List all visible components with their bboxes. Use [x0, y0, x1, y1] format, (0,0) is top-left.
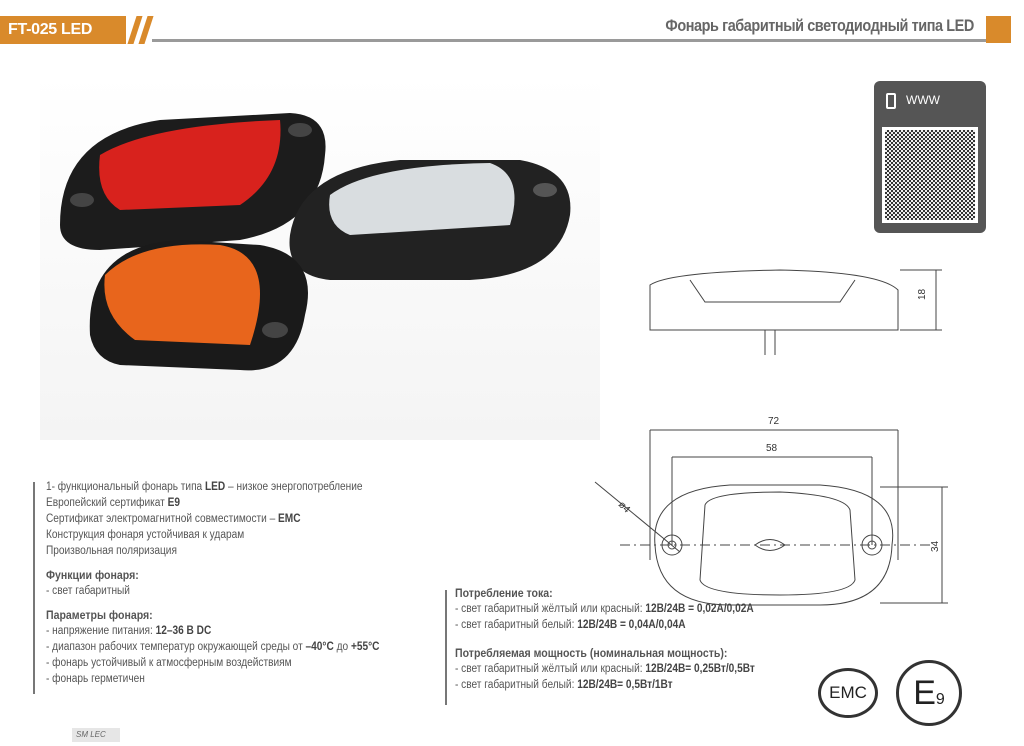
- text-segment: - свет габаритный белый:: [455, 679, 578, 691]
- bold-value: EMC: [278, 513, 301, 525]
- text-line: - свет габаритный белый: 12B/24B = 0,04A…: [455, 617, 807, 633]
- e-mark: E: [913, 674, 936, 712]
- bold-value: –40°C: [305, 641, 334, 653]
- text-segment: Сертификат электромагнитной совместимост…: [46, 513, 279, 525]
- text-segment: - диапазон рабочих температур окружающей…: [46, 641, 306, 653]
- text-segment: - фонарь устойчивый к атмосферным воздей…: [46, 657, 292, 669]
- text-segment: Конструкция фонаря устойчивая к ударам: [46, 529, 245, 541]
- text-line: 1- функциональный фонарь типа LED – низк…: [46, 479, 433, 495]
- bold-value: E9: [167, 497, 181, 509]
- consumption-block: Потребление тока: - свет габаритный жёлт…: [455, 585, 807, 693]
- bold-value: 12B/24B = 0,04A/0,04A: [577, 619, 686, 631]
- text-line: Сертификат электромагнитной совместимост…: [46, 511, 433, 527]
- bold-value: +55°C: [350, 641, 380, 653]
- bold-value: 12B/24B= 0,25Вт/0,5Вт: [645, 663, 755, 675]
- text-line: - свет габаритный: [46, 583, 433, 599]
- params-title: Параметры фонаря:: [46, 608, 153, 622]
- text-line: - фонарь устойчивый к атмосферным воздей…: [46, 655, 433, 671]
- e-number: 9: [935, 691, 945, 708]
- qr-label: WWW: [906, 93, 940, 107]
- text-segment: Произвольная поляризация: [46, 545, 177, 557]
- functions-title: Функции фонаря:: [46, 568, 139, 582]
- brand-logo: SM LEC: [72, 728, 120, 742]
- features-block: 1- функциональный фонарь типа LED – низк…: [46, 479, 433, 687]
- text-segment: до: [333, 641, 351, 653]
- qr-code-panel[interactable]: WWW: [874, 81, 986, 233]
- bold-value: 12B/24B= 0,5Вт/1Вт: [577, 679, 673, 691]
- text-divider: [445, 590, 447, 705]
- text-line: - свет габаритный жёлтый или красный: 12…: [455, 661, 807, 677]
- text-segment: - свет габаритный жёлтый или красный:: [455, 603, 646, 615]
- text-line: - фонарь герметичен: [46, 671, 433, 687]
- amber-lamp: [89, 240, 308, 371]
- text-segment: Европейский сертификат: [46, 497, 168, 509]
- qr-code[interactable]: [882, 127, 978, 223]
- power-title: Потребляемая мощность (номинальная мощно…: [455, 646, 728, 660]
- page-title: Фонарь габаритный светодиодный типа LED: [665, 16, 975, 35]
- dim-height: 18: [917, 288, 928, 300]
- text-line: - свет габаритный белый: 12B/24B= 0,5Вт/…: [455, 677, 807, 693]
- dim-length: 72: [768, 416, 780, 427]
- current-title: Потребление тока:: [455, 586, 553, 600]
- white-lamp: [289, 160, 571, 280]
- text-segment: – низкое энергопотребление: [225, 481, 363, 493]
- text-segment: - свет габаритный белый:: [455, 619, 578, 631]
- text-line: - свет габаритный жёлтый или красный: 12…: [455, 601, 807, 617]
- dim-hole-spacing: 58: [766, 443, 778, 454]
- text-segment: - напряжение питания:: [46, 625, 156, 637]
- e9-cert-icon: E9: [896, 660, 962, 726]
- text-segment: - фонарь герметичен: [46, 673, 145, 685]
- bold-value: 12B/24B = 0,02A/0,02A: [645, 603, 754, 615]
- phone-icon: [886, 93, 896, 109]
- model-badge: FT-025 LED: [0, 16, 126, 44]
- text-line: Конструкция фонаря устойчивая к ударам: [46, 527, 433, 543]
- text-segment: - свет габаритный: [46, 585, 130, 597]
- text-line: - напряжение питания: 12–36 B DC: [46, 623, 433, 639]
- header-divider: [152, 39, 986, 42]
- bold-value: LED: [204, 481, 226, 493]
- technical-drawing: 18 72 58 34 ø4: [594, 269, 948, 606]
- header-tab: [986, 16, 1011, 43]
- product-photo: [40, 75, 600, 440]
- text-segment: - свет габаритный жёлтый или красный:: [455, 663, 646, 675]
- text-line: Европейский сертификат E9: [46, 495, 433, 511]
- text-divider: [33, 482, 35, 694]
- emc-cert-icon: EMC: [818, 668, 878, 718]
- red-lamp: [60, 113, 326, 250]
- text-segment: 1- функциональный фонарь типа: [46, 481, 205, 493]
- dim-width: 34: [930, 540, 941, 552]
- bold-value: 12–36 B DC: [155, 625, 212, 637]
- text-line: - диапазон рабочих температур окружающей…: [46, 639, 433, 655]
- text-line: Произвольная поляризация: [46, 543, 433, 559]
